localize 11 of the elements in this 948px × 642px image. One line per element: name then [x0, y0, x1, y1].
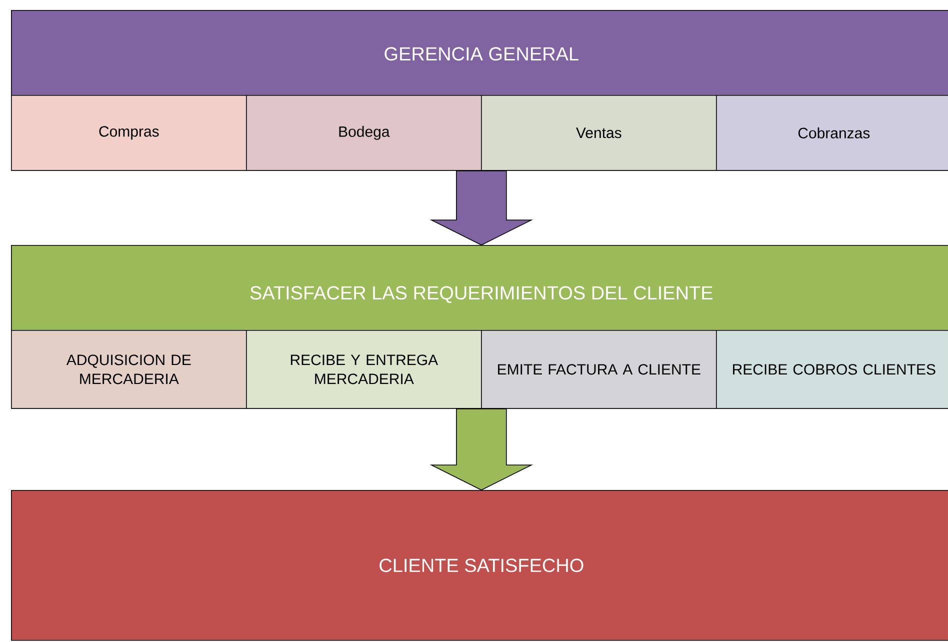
- department-box: EMITE FACTURA A CLIENTE: [481, 330, 717, 409]
- department-box: Cobranzas: [716, 95, 948, 171]
- department-box: Compras: [11, 95, 247, 171]
- department-box: Bodega: [246, 95, 482, 171]
- block-arrow: [430, 408, 534, 490]
- result-box: CLIENTE SATISFECHO: [11, 490, 948, 641]
- department-box: RECIBE Y ENTREGA MERCADERIA: [246, 330, 482, 409]
- department-box: RECIBE COBROS CLIENTES: [716, 330, 948, 409]
- department-box: Ventas: [481, 95, 717, 171]
- department-box: ADQUISICION DE MERCADERIA: [11, 330, 247, 409]
- block-arrow: [430, 170, 534, 246]
